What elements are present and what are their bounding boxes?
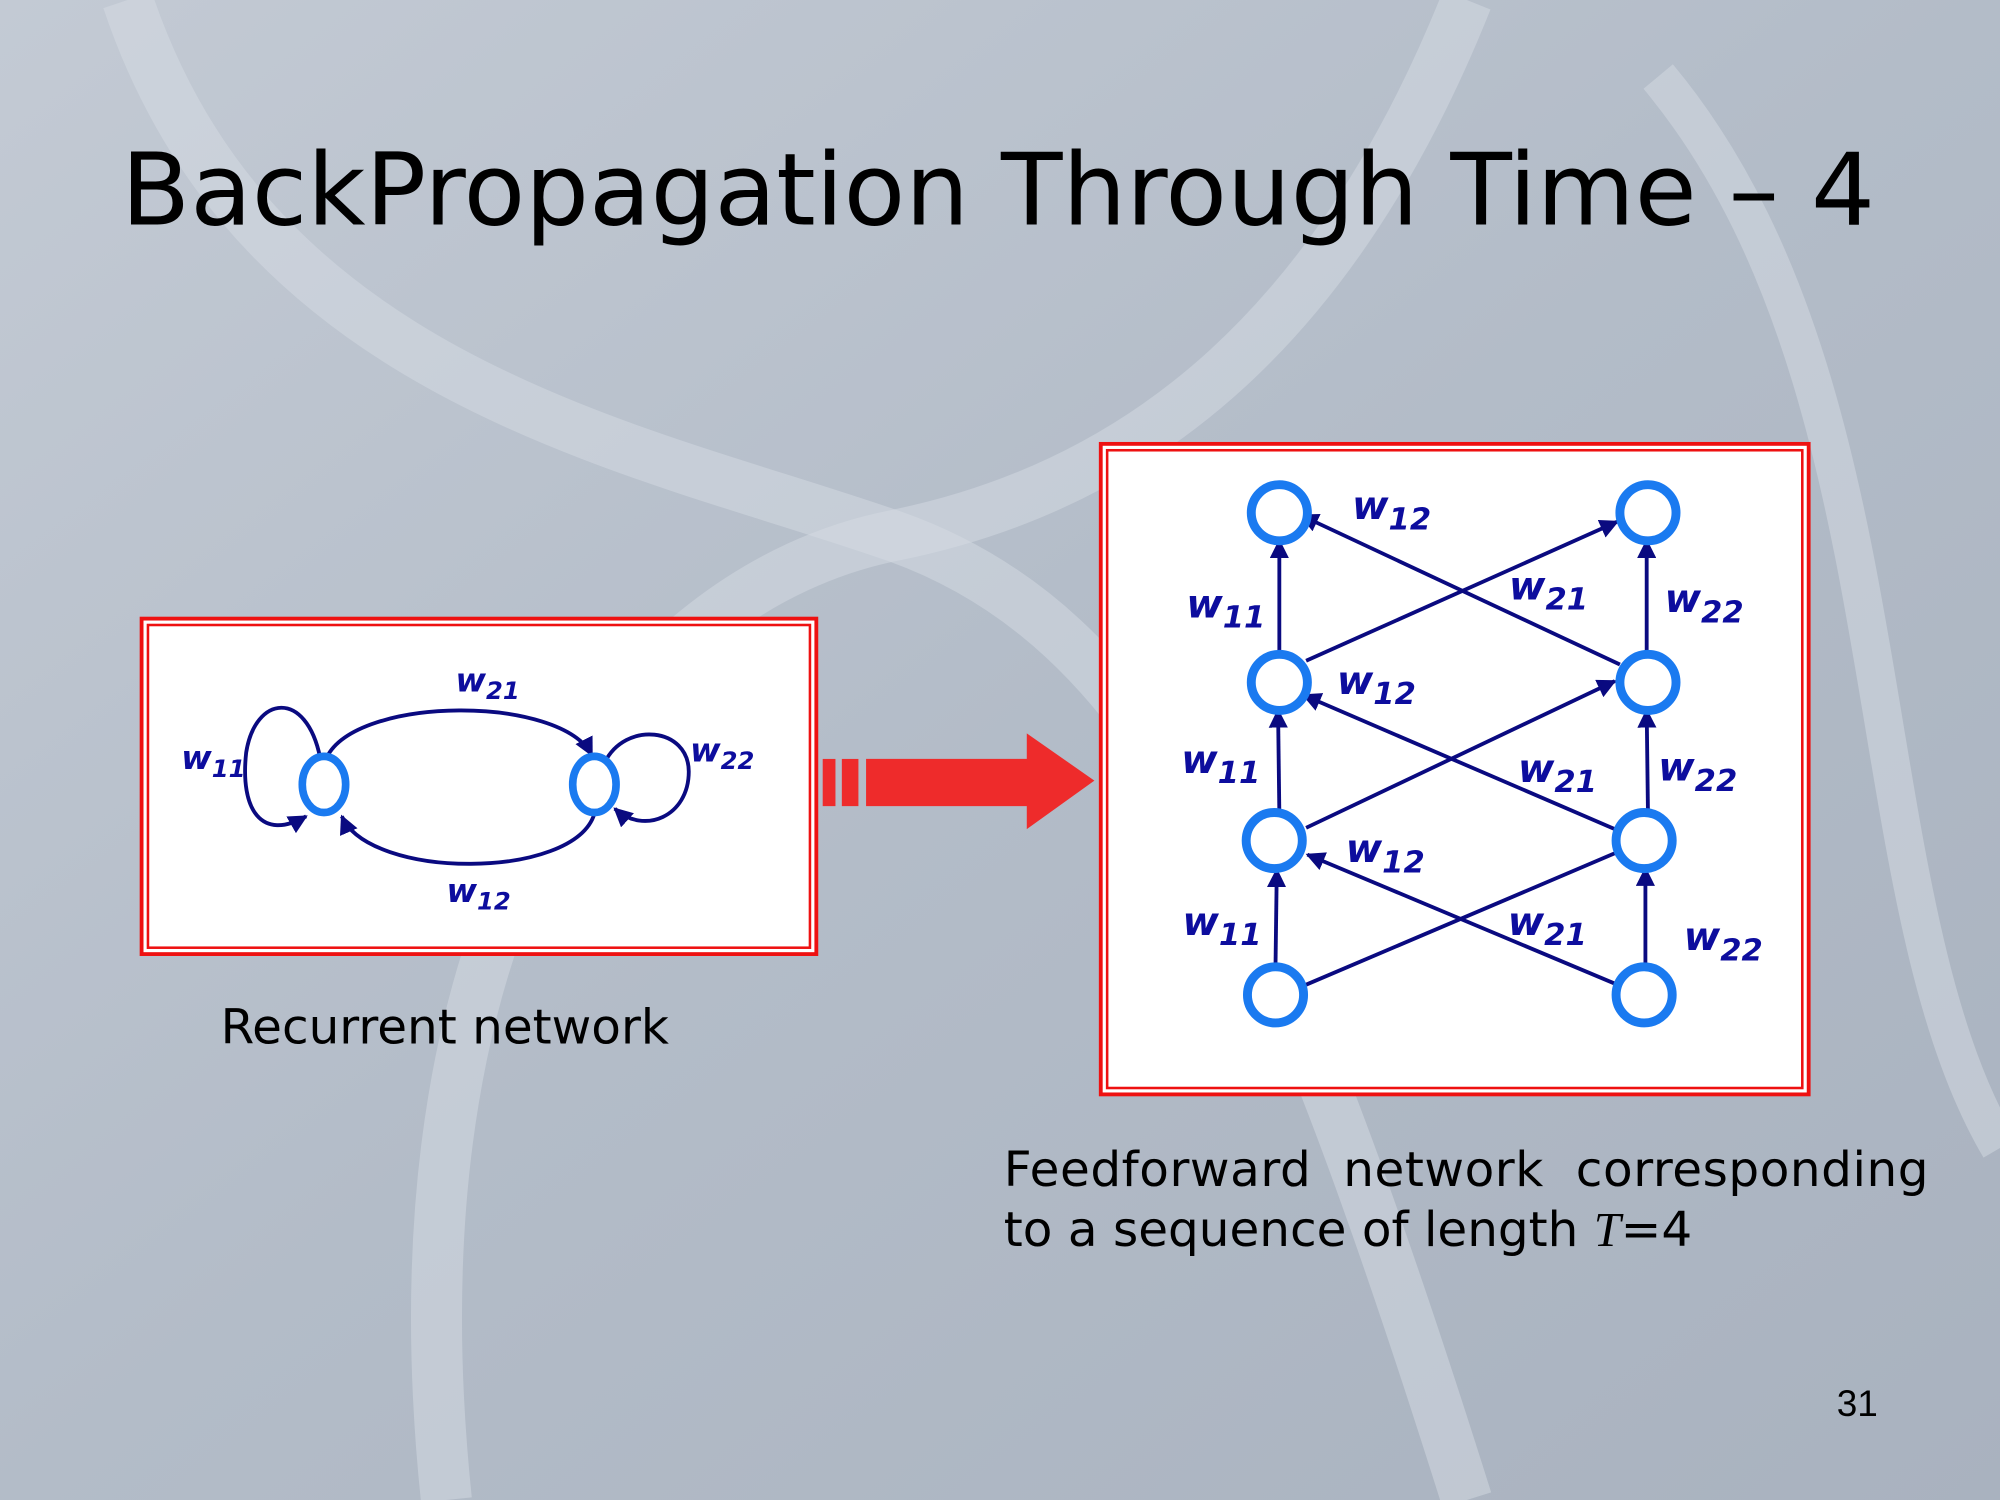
feedforward-caption-line2: to a sequence of length T=4 — [1004, 1202, 1692, 1258]
edge-w21 — [324, 708, 594, 759]
edge-cross — [1305, 852, 1619, 987]
node-1 — [298, 752, 350, 817]
edge-cross — [1305, 679, 1617, 830]
node — [1246, 480, 1312, 546]
label-w11: w11 — [181, 738, 245, 783]
label-w12: w12 — [446, 871, 510, 916]
edge-cross — [1299, 513, 1621, 667]
unfold-arrow-icon — [822, 733, 1095, 830]
feedforward-caption-line1: Feedforward network corresponding — [1004, 1142, 1929, 1198]
label-w22: w22 — [1684, 914, 1763, 968]
label-w22: w22 — [1658, 745, 1737, 799]
edge-cross — [1301, 693, 1616, 831]
node — [1246, 649, 1312, 715]
edge-vertical — [1268, 708, 1288, 813]
label-w21: w21 — [1509, 563, 1588, 617]
edge-cross — [1305, 843, 1635, 987]
label-w12: w12 — [1337, 658, 1416, 712]
edge-vertical — [1637, 708, 1657, 813]
feedforward-network-diagram: w12 w11 w21 w22 w12 w11 w21 w22 w12 w11 … — [1098, 441, 1811, 1097]
node — [1241, 808, 1307, 874]
node — [1611, 808, 1677, 874]
node — [1615, 649, 1681, 715]
label-w21: w21 — [1508, 899, 1587, 953]
recurrent-caption: Recurrent network — [221, 999, 669, 1055]
node-2 — [568, 752, 620, 817]
label-w22: w22 — [690, 730, 754, 775]
label-w21: w21 — [455, 660, 519, 705]
edge-vertical — [1266, 867, 1287, 966]
label-w11: w11 — [1186, 581, 1265, 635]
page-number: 31 — [1837, 1383, 1878, 1424]
label-w11: w11 — [1182, 899, 1261, 953]
edge-w11-loop — [243, 705, 323, 834]
slide-title: BackPropagation Through Time – 4 — [121, 133, 1875, 248]
label-w21: w21 — [1518, 746, 1597, 800]
label-w12: w12 — [1346, 826, 1425, 880]
recurrent-network-diagram: w21 w11 w22 w12 — [139, 616, 819, 956]
label-w22: w22 — [1665, 576, 1744, 630]
node — [1611, 962, 1677, 1028]
edge-w12 — [340, 813, 597, 866]
label-w11: w11 — [1181, 737, 1260, 791]
edge-w22-loop — [602, 732, 691, 828]
node — [1242, 962, 1309, 1028]
node — [1615, 480, 1681, 546]
label-w12: w12 — [1352, 483, 1431, 537]
